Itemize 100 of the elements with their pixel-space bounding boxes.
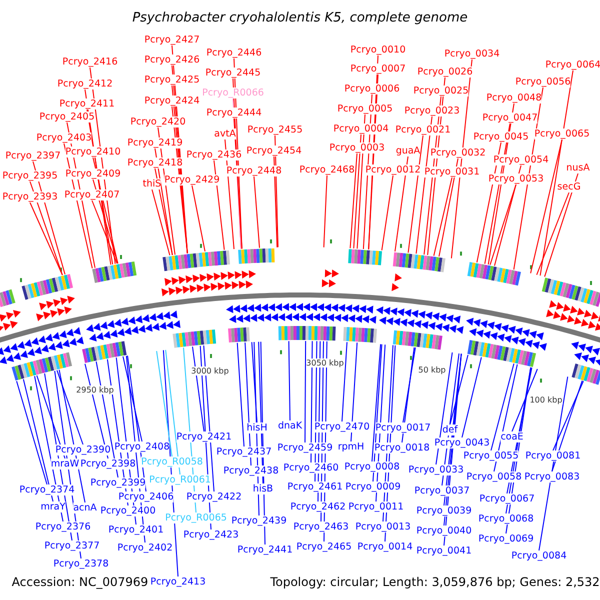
leader-line [490, 184, 516, 266]
gene-label: Pcryo_2461 [287, 482, 343, 492]
scale-label: 100 kbp [530, 396, 562, 404]
leader-line [304, 340, 306, 443]
gene-label: Pcryo_R0058 [141, 456, 203, 468]
leader-line [244, 342, 252, 466]
leader-line [192, 346, 204, 432]
gene-label: dnaK [278, 420, 302, 432]
accession-text: Accession: NC_007969 [12, 575, 148, 589]
leader-line [254, 176, 260, 248]
gene-label: Pcryo_0055 [463, 450, 519, 462]
gene-label: Pcryo_0006 [344, 84, 400, 94]
gene-label: Pcryo_2395 [2, 170, 58, 182]
gene-label: Pcryo_0045 [473, 132, 529, 142]
gene-label: Pcryo_0053 [488, 174, 544, 184]
gene-label: Pcryo_0068 [478, 514, 534, 524]
gene-label: Pcryo_2427 [144, 34, 200, 46]
gene-label: Pcryo_2408 [114, 442, 170, 452]
leader-line [203, 345, 214, 492]
gene-label: Pcryo_2436 [186, 150, 242, 160]
leader-line [372, 344, 382, 462]
leader-line [350, 153, 358, 249]
leader-line [350, 342, 358, 442]
leader-line [92, 200, 118, 264]
gene-label: Pcryo_2406 [118, 492, 174, 502]
gene-label: Pcryo_0009 [345, 482, 401, 492]
leader-line [236, 342, 244, 447]
leader-line [462, 356, 482, 438]
leader-line [544, 173, 578, 278]
leader-line [536, 192, 570, 276]
gene-label: Pcryo_0064 [545, 60, 600, 70]
gene-label: Pcryo_0013 [355, 522, 411, 532]
gene-label: Pcryo_2444 [206, 108, 262, 118]
gene-label: Pcryo_2412 [57, 78, 113, 90]
leader-line [552, 380, 584, 451]
gene-label: Pcryo_0014 [357, 542, 413, 552]
gene-label: Pcryo_0034 [444, 48, 500, 60]
gene-label: Pcryo_2413 [150, 576, 206, 588]
gene-label: Pcryo_2398 [80, 458, 136, 470]
leader-line [152, 189, 170, 256]
gene-label: Pcryo_2446 [206, 48, 262, 58]
leader-line [540, 70, 574, 276]
gene-label: Pcryo_0012 [365, 164, 421, 176]
gene-label: Pcryo_2397 [5, 150, 61, 162]
gene-label: Pcryo_0056 [515, 76, 571, 88]
gene-label: hisB [252, 484, 274, 494]
gene-label: Pcryo_2407 [64, 190, 120, 200]
leader-line [251, 342, 258, 423]
gene-label: Pcryo_2459 [277, 442, 333, 454]
gene-label: Pcryo_0069 [478, 534, 534, 544]
leader-line [192, 185, 206, 252]
leader-line [342, 342, 348, 422]
leader-line [402, 347, 416, 423]
gene-label: guaA [396, 146, 420, 156]
scale-label: 2950 kbp [76, 386, 114, 394]
gene-label: Pcryo_2403 [36, 132, 92, 144]
gene-label: Pcryo_2439 [231, 516, 287, 526]
leader-line [154, 168, 173, 256]
leader-line [122, 356, 142, 442]
gene-label: Pcryo_0018 [374, 442, 430, 454]
gene-label: Pcryo_2405 [39, 112, 95, 122]
gene-label: Pcryo_0081 [525, 450, 581, 462]
leader-line [36, 375, 66, 459]
gene-label: Pcryo_2390 [55, 444, 111, 456]
leader-line [438, 158, 458, 257]
leader-line [30, 181, 63, 276]
leader-line [402, 346, 415, 443]
leader-line [450, 354, 468, 425]
gene-label: Pcryo_0008 [344, 462, 400, 472]
gene-label: Pcryo_0067 [479, 494, 535, 504]
gene-label: Pcryo_2420 [130, 116, 186, 128]
gene-label: Pcryo_2419 [127, 138, 183, 148]
gene-label: Pcryo_2393 [2, 192, 58, 202]
gene-label: Pcryo_2411 [59, 98, 115, 110]
leader-line [288, 340, 290, 421]
gene-label: Pcryo_2421 [176, 432, 232, 442]
gene-label: Pcryo_2465 [296, 542, 352, 552]
gene-label: Pcryo_0026 [417, 66, 473, 78]
leader-line [22, 378, 54, 502]
leader-line [274, 156, 278, 248]
gene-label: Pcryo_0010 [350, 44, 406, 56]
gene-label: Pcryo_2399 [90, 478, 146, 488]
gene-label: Pcryo_0005 [337, 104, 393, 114]
gene-label: Pcryo_0025 [413, 86, 469, 96]
gene-label: Pcryo_0017 [375, 422, 431, 434]
genome-summary-text: Topology: circular; Length: 3,059,876 bp; Genes: 2,532 [270, 575, 600, 589]
gene-label: Pcryo_2422 [186, 492, 242, 502]
gene-label: Pcryo_0039 [416, 506, 472, 516]
leader-line [165, 349, 180, 475]
leader-line [512, 368, 538, 432]
gene-label: Pcryo_2374 [19, 484, 75, 496]
gene-label: Pcryo_0032 [430, 148, 486, 158]
scale-label: 50 kbp [418, 366, 446, 374]
gene-label: Pcryo_R0061 [149, 474, 211, 486]
leader-line [538, 376, 568, 551]
gene-label: Pcryo_0048 [486, 92, 542, 104]
gene-label: Pcryo_0040 [416, 526, 472, 536]
gene-label: Pcryo_2418 [127, 158, 183, 168]
leader-line [552, 380, 583, 472]
leader-line [436, 352, 453, 465]
